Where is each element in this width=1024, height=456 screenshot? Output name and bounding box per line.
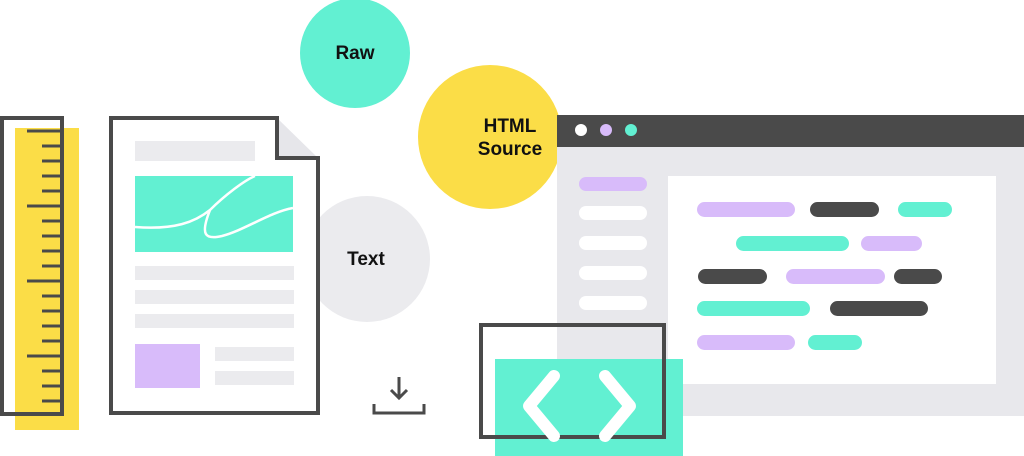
- code-line-pill: [830, 301, 928, 316]
- window-dot-icon: [625, 124, 637, 136]
- window-dot-icon: [575, 124, 587, 136]
- text-label: Text: [347, 249, 385, 270]
- code-line-pill: [697, 335, 795, 350]
- sidebar-pill: [579, 177, 647, 191]
- code-line-pill: [894, 269, 942, 284]
- code-brackets-icon: [479, 323, 683, 456]
- sidebar-pill: [579, 206, 647, 220]
- ruler-icon: [0, 116, 79, 430]
- browser-window: [557, 115, 1024, 416]
- sidebar-pill: [579, 296, 647, 310]
- code-line-pill: [698, 269, 767, 284]
- text-bubble: [304, 196, 430, 322]
- raw-label: Raw: [335, 43, 375, 64]
- sidebar-pill: [579, 236, 647, 250]
- html-source-bubble: [418, 65, 562, 209]
- html-source-line2: Source: [477, 139, 543, 160]
- code-line-pill: [810, 202, 879, 217]
- code-line-pill: [736, 236, 849, 251]
- raw-bubble: [300, 0, 410, 108]
- code-line-pill: [808, 335, 862, 350]
- download-icon: [372, 377, 426, 415]
- code-line-pill: [898, 202, 952, 217]
- sidebar-pill: [579, 266, 647, 280]
- html-source-line1: HTML: [483, 116, 537, 137]
- document-icon: [109, 116, 320, 415]
- window-dot-icon: [600, 124, 612, 136]
- code-line-pill: [697, 301, 810, 316]
- code-line-pill: [786, 269, 885, 284]
- code-line-pill: [697, 202, 795, 217]
- html-source-label: HTML Source: [460, 115, 560, 161]
- code-line-pill: [861, 236, 922, 251]
